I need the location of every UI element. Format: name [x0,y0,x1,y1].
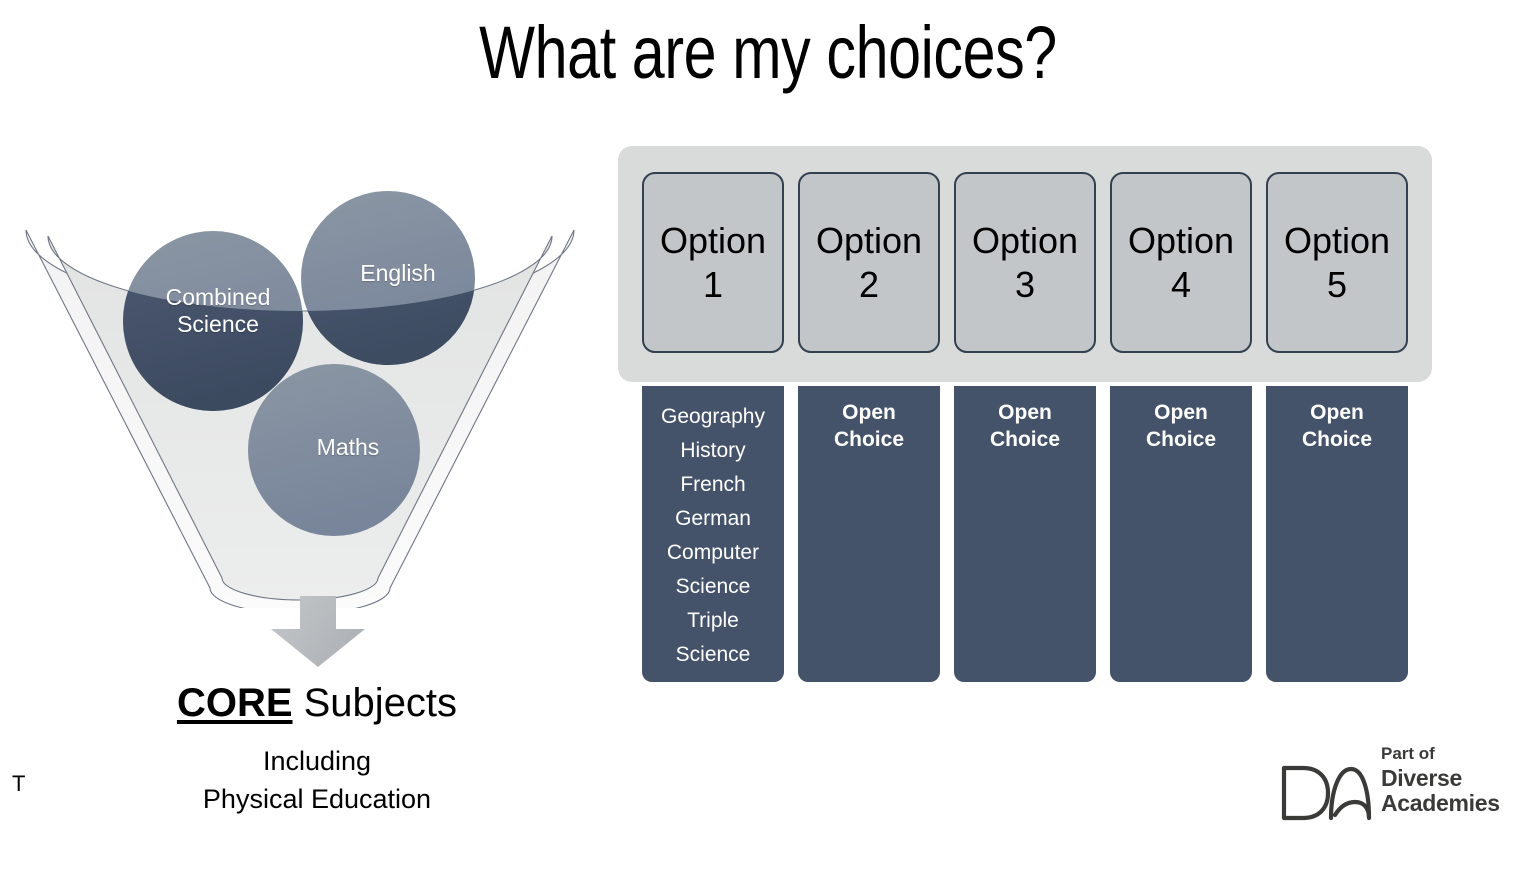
subject-item: Triple [687,609,739,633]
logo-part-of-text: Part of [1381,744,1435,763]
subject-column-option-2[interactable]: Open Choice [798,386,940,682]
option-box-4[interactable]: Option 4 [1110,172,1252,353]
subject-item: History [680,439,746,463]
subject-item: Science [675,643,751,667]
logo-name-line1: Diverse [1381,765,1463,792]
logo-name-line2: Academies [1381,790,1500,817]
core-subjects-rest-word: Subjects [292,681,458,725]
option-box-2[interactable]: Option 2 [798,172,940,353]
funnel-graphic [25,191,575,608]
core-subtext-line1: Including [262,746,372,776]
subject-column-option-4[interactable]: Open Choice [1110,386,1252,682]
option-1-word: Option [659,219,767,261]
option-box-5[interactable]: Option 5 [1266,172,1408,353]
core-subjects-bold-word: CORE [176,681,293,725]
subject-item: German [675,507,751,531]
logo-text-block: Part of Diverse Academies [1381,744,1515,817]
option-4-word: Option [1127,219,1235,261]
core-subjects-heading: CORE Subjects [0,681,634,725]
subject-item: Geography [661,405,765,428]
option-box-3[interactable]: Option 3 [954,172,1096,353]
option-boxes-row: Option 1 Option 2 Option 3 Option 4 Opti… [642,172,1408,353]
da-monogram-icon [1281,765,1372,821]
subject-item: Open [842,401,896,424]
subject-item: Open [998,401,1052,424]
subject-item: Open [1154,401,1208,424]
subject-item: Computer [666,541,760,565]
option-2-number: 2 [858,263,880,305]
subject-column-option-3[interactable]: Open Choice [954,386,1096,682]
subject-item: French [680,473,746,497]
subject-item: Open [1310,401,1364,424]
down-arrow-icon [271,596,365,667]
option-box-1[interactable]: Option 1 [642,172,784,353]
diverse-academies-logo: Part of Diverse Academies [1279,744,1511,831]
core-subjects-subtext: Including Physical Education [0,742,634,819]
option-3-number: 3 [1014,263,1036,305]
option-2-word: Option [815,219,923,261]
subject-column-option-5[interactable]: Open Choice [1266,386,1408,682]
subject-item: Science [675,575,751,599]
subject-item: Choice [1301,427,1372,451]
core-subtext-line2: Physical Education [202,784,432,815]
option-5-word: Option [1283,219,1391,261]
option-5-number: 5 [1326,263,1348,305]
circle-english [301,191,475,365]
subject-item: Choice [1145,427,1216,451]
subject-column-option-1[interactable]: Geography History French German Computer… [642,386,784,682]
circle-combined-science [123,231,303,411]
subject-item: Choice [833,427,904,451]
stray-text-marker: T [12,771,26,796]
page-title: What are my choices? [479,11,1057,94]
option-1-number: 1 [702,263,724,305]
option-subject-columns-row: Geography History French German Computer… [642,386,1408,682]
core-subjects-funnel-diagram: Combined Science English Maths [18,148,618,608]
subject-item: Choice [989,427,1060,451]
option-4-number: 4 [1170,263,1192,305]
option-3-word: Option [971,219,1079,261]
circle-maths [248,364,420,536]
